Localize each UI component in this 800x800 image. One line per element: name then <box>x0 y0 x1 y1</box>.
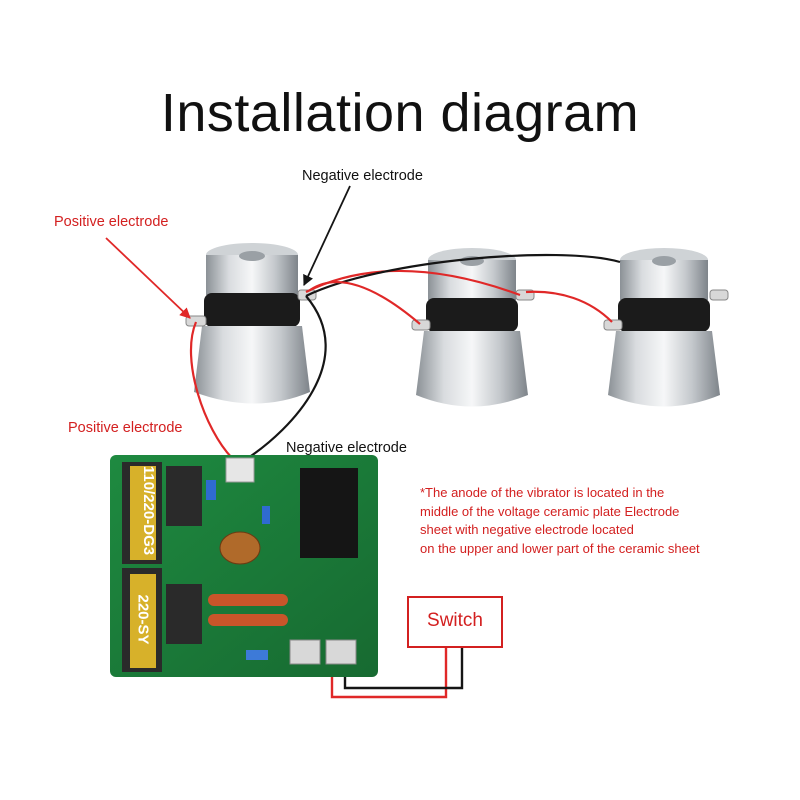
switch-box <box>407 596 503 648</box>
positive-top-arrow <box>105 237 191 319</box>
note-line: *The anode of the vibrator is located in… <box>420 485 665 500</box>
negative-electrode-label-bottom: Negative electrode <box>286 440 407 456</box>
negative-electrode-label-top: Negative electrode <box>302 168 423 184</box>
switch-label: Switch <box>427 610 483 631</box>
transformer-label-1: 110/220-DG3 <box>140 465 158 556</box>
transformer-label-2: 220-SY <box>134 594 152 645</box>
electrode-tab <box>603 319 623 331</box>
note-line: on the upper and lower part of the ceram… <box>420 540 700 556</box>
negative-top-arrow <box>303 185 351 286</box>
page-title: Installation diagram <box>160 83 640 143</box>
transducer-3 <box>608 248 720 407</box>
note-text: *The anode of the vibrator is located in… <box>420 484 790 558</box>
note-line: sheet with negative electrode located <box>420 522 634 537</box>
positive-electrode-label-bottom: Positive electrode <box>68 420 183 436</box>
positive-electrode-label-top: Positive electrode <box>54 214 169 230</box>
transducer-2 <box>416 248 528 407</box>
transducer-1 <box>194 243 310 404</box>
circuit-board <box>110 455 378 677</box>
note-line: middle of the voltage ceramic plate Elec… <box>420 503 680 519</box>
electrode-tab <box>185 315 207 327</box>
electrode-tab <box>411 319 431 331</box>
electrode-tab <box>709 289 729 301</box>
